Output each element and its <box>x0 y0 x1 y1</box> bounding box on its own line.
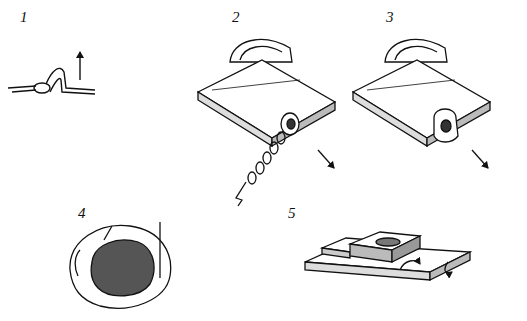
callout-number: 2 <box>232 10 240 25</box>
hasp-with-key <box>198 40 335 206</box>
callout-number: 4 <box>78 206 86 221</box>
callout-number: 3 <box>386 10 394 25</box>
wire-loop <box>8 52 95 94</box>
shell-part <box>70 222 171 308</box>
callout-number: 1 <box>20 10 28 25</box>
base-block <box>305 232 470 280</box>
callout-number: 5 <box>288 206 296 221</box>
hasp-with-lock <box>353 40 490 168</box>
